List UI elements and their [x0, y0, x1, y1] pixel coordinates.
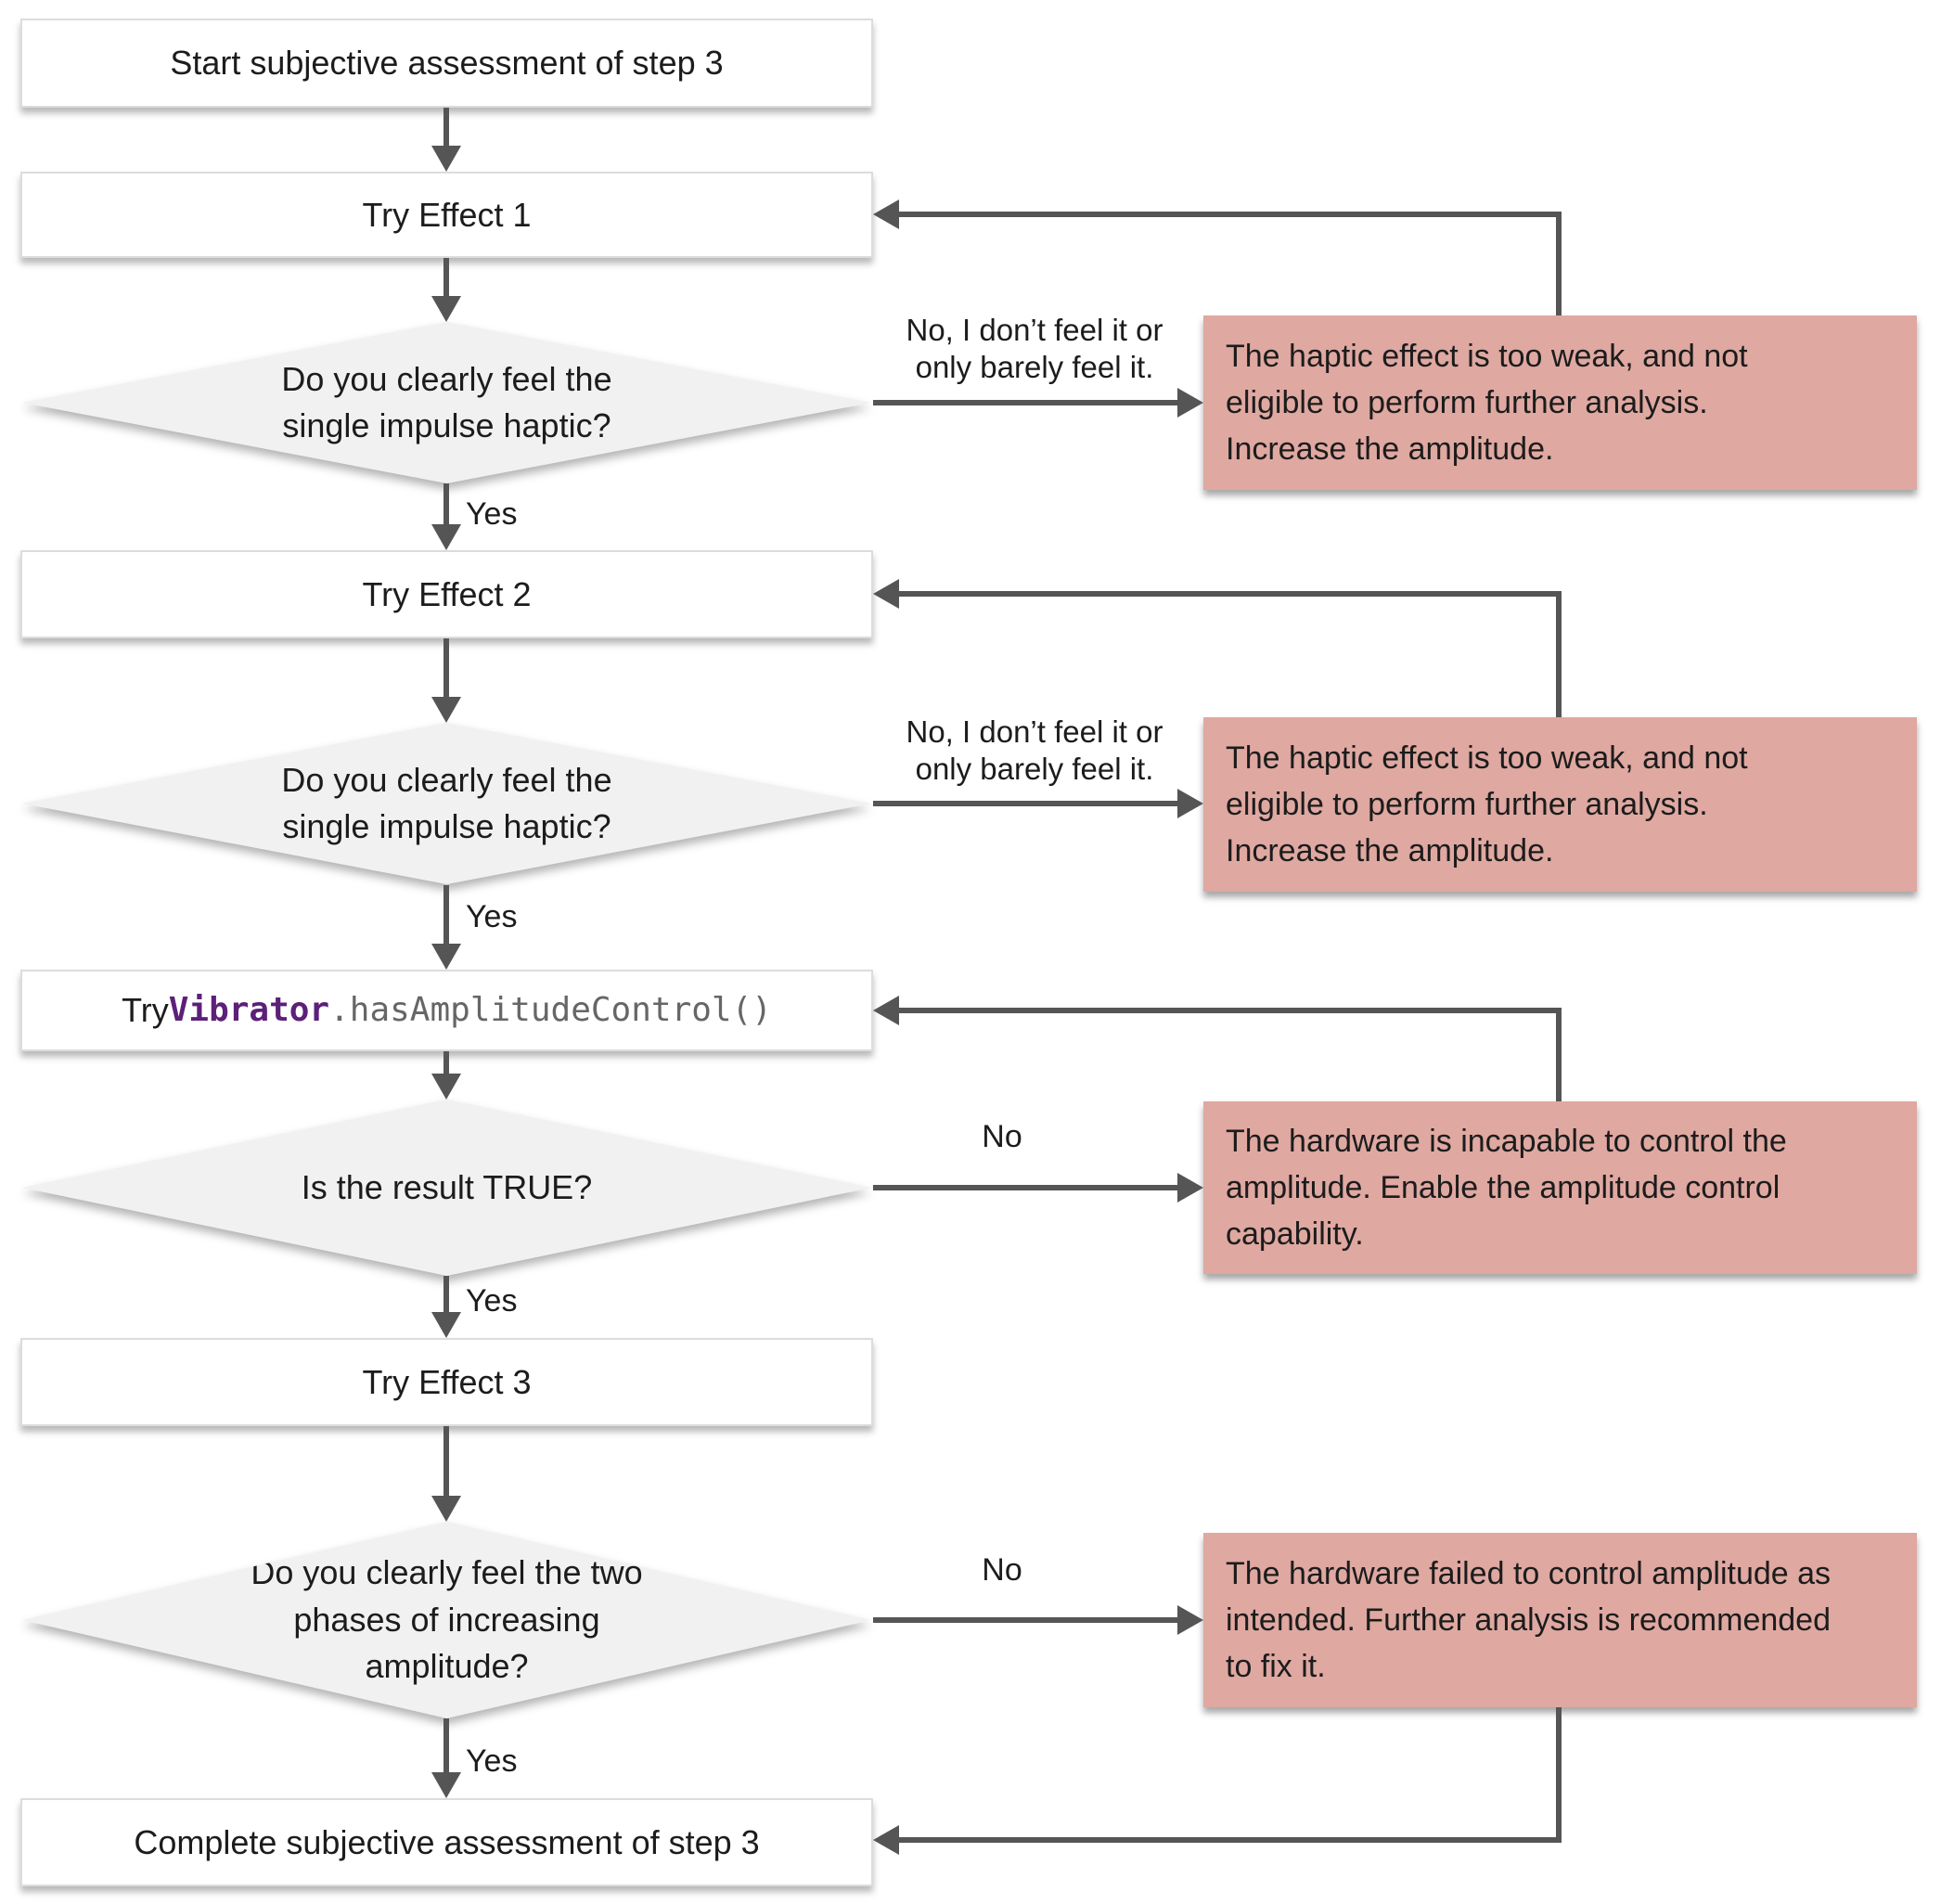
- decision-impulse-1-line2: single impulse haptic?: [282, 406, 611, 444]
- arrow-try1-to-d1-head-icon: [431, 296, 461, 322]
- loop4-arrowhead-icon: [873, 1825, 899, 1855]
- arrow-d1-no-head-icon: [1177, 388, 1203, 418]
- arrow-try2-to-d2-shaft: [443, 638, 449, 701]
- arrow-try3-to-d4-head-icon: [431, 1496, 461, 1522]
- yes-label-1: Yes: [466, 496, 518, 532]
- no-label-3: No: [982, 1119, 1022, 1154]
- try-effect-2-label: Try Effect 2: [362, 574, 532, 613]
- code-try-prefix: Try: [122, 991, 169, 1030]
- arrow-code-to-d3-head-icon: [431, 1074, 461, 1100]
- no-label-4: No: [982, 1552, 1022, 1588]
- error-failed-line1: The hardware failed to control amplitude…: [1226, 1556, 1832, 1591]
- decision-impulse-1-diamond: Do you clearly feel the single impulse h…: [22, 322, 871, 483]
- error-incapable-line1: The hardware is incapable to control the: [1226, 1124, 1787, 1159]
- arrow-d3-yes-shaft: [443, 1276, 449, 1316]
- arrow-d3-no-shaft: [873, 1185, 1179, 1190]
- arrow-d1-no-shaft: [873, 400, 1179, 405]
- decision-impulse-2-line2: single impulse haptic?: [282, 807, 611, 845]
- has-amplitude-control-box: Try Vibrator .hasAmplitudeControl(): [20, 970, 873, 1051]
- arrow-d4-yes-head-icon: [431, 1772, 461, 1798]
- try-effect-1-box: Try Effect 1: [20, 172, 873, 258]
- error-failed-line2: intended. Further analysis is recommende…: [1226, 1602, 1831, 1638]
- try-effect-3-label: Try Effect 3: [362, 1362, 532, 1401]
- no-label-1-line2: only barely feel it.: [915, 350, 1154, 384]
- loop1-horizontal-line: [897, 212, 1562, 217]
- arrow-d3-yes-head-icon: [431, 1312, 461, 1338]
- arrow-d3-no-head-icon: [1177, 1173, 1203, 1203]
- arrow-d4-yes-shaft: [443, 1718, 449, 1776]
- decision-impulse-2-line1: Do you clearly feel the: [281, 760, 612, 799]
- arrow-code-to-d3-shaft: [443, 1051, 449, 1077]
- start-box-label: Start subjective assessment of step 3: [170, 44, 724, 83]
- try-effect-3-box: Try Effect 3: [20, 1338, 873, 1426]
- decision-two-phases-line1: Do you clearly feel the two: [251, 1553, 643, 1592]
- arrow-try3-to-d4-shaft: [443, 1426, 449, 1499]
- arrow-start-to-try1-head-icon: [431, 146, 461, 172]
- decision-result-true-line1: Is the result TRUE?: [301, 1167, 593, 1206]
- loop1-vertical-line: [1556, 212, 1562, 315]
- arrow-d2-no-head-icon: [1177, 789, 1203, 818]
- complete-box: Complete subjective assessment of step 3: [20, 1798, 873, 1886]
- error-incapable-box: The hardware is incapable to control the…: [1203, 1101, 1917, 1274]
- error-too-weak-2-box: The haptic effect is too weak, and not e…: [1203, 717, 1917, 892]
- loop3-arrowhead-icon: [873, 996, 899, 1025]
- no-label-2-line1: No, I don’t feel it or: [906, 714, 1163, 749]
- try-effect-1-label: Try Effect 1: [362, 195, 532, 234]
- error-incapable-line2: amplitude. Enable the amplitude control: [1226, 1170, 1780, 1205]
- loop3-horizontal-line: [897, 1008, 1562, 1013]
- arrow-try2-to-d2-head-icon: [431, 697, 461, 723]
- arrow-d2-yes-head-icon: [431, 944, 461, 970]
- yes-label-3: Yes: [466, 1283, 518, 1319]
- error-too-weak-2-line2: eligible to perform further analysis.: [1226, 787, 1708, 822]
- arrow-try1-to-d1-shaft: [443, 258, 449, 300]
- error-too-weak-1-line2: eligible to perform further analysis.: [1226, 385, 1708, 420]
- error-too-weak-2-line1: The haptic effect is too weak, and not: [1226, 740, 1748, 776]
- error-too-weak-1-line1: The haptic effect is too weak, and not: [1226, 339, 1748, 374]
- no-label-2-line2: only barely feel it.: [915, 752, 1154, 786]
- loop4-vertical-line: [1556, 1707, 1562, 1840]
- decision-impulse-2-diamond: Do you clearly feel the single impulse h…: [22, 723, 871, 884]
- try-effect-2-box: Try Effect 2: [20, 550, 873, 638]
- error-failed-box: The hardware failed to control amplitude…: [1203, 1533, 1917, 1707]
- decision-two-phases-line2: phases of increasing: [293, 1600, 600, 1639]
- loop2-vertical-line: [1556, 591, 1562, 717]
- code-method-call: .hasAmplitudeControl(): [329, 991, 772, 1030]
- arrow-start-to-try1-shaft: [443, 108, 449, 149]
- no-label-2: No, I don’t feel it or only barely feel …: [868, 714, 1202, 788]
- error-too-weak-1-box: The haptic effect is too weak, and not e…: [1203, 315, 1917, 490]
- no-label-1-line1: No, I don’t feel it or: [906, 313, 1163, 347]
- loop2-arrowhead-icon: [873, 579, 899, 609]
- error-too-weak-1-line3: Increase the amplitude.: [1226, 431, 1554, 467]
- complete-box-label: Complete subjective assessment of step 3: [134, 1822, 760, 1861]
- error-incapable-line3: capability.: [1226, 1216, 1364, 1252]
- loop1-arrowhead-icon: [873, 199, 899, 229]
- yes-label-4: Yes: [466, 1743, 518, 1779]
- arrow-d2-no-shaft: [873, 801, 1179, 806]
- decision-impulse-1-line1: Do you clearly feel the: [281, 359, 612, 398]
- decision-two-phases-diamond: Do you clearly feel the two phases of in…: [22, 1522, 871, 1718]
- arrow-d1-yes-head-icon: [431, 524, 461, 550]
- error-failed-line3: to fix it.: [1226, 1649, 1326, 1684]
- start-box: Start subjective assessment of step 3: [20, 19, 873, 108]
- code-keyword-vibrator: Vibrator: [168, 991, 330, 1030]
- arrow-d2-yes-shaft: [443, 885, 449, 947]
- decision-result-true-diamond: Is the result TRUE?: [22, 1100, 871, 1276]
- loop3-vertical-line: [1556, 1008, 1562, 1101]
- loop4-horizontal-line: [897, 1837, 1562, 1843]
- decision-two-phases-line3: amplitude?: [365, 1647, 529, 1686]
- loop2-horizontal-line: [897, 591, 1562, 597]
- arrow-d4-no-head-icon: [1177, 1605, 1203, 1635]
- yes-label-2: Yes: [466, 899, 518, 934]
- error-too-weak-2-line3: Increase the amplitude.: [1226, 833, 1554, 868]
- arrow-d4-no-shaft: [873, 1617, 1179, 1623]
- no-label-1: No, I don’t feel it or only barely feel …: [868, 312, 1202, 386]
- arrow-d1-yes-shaft: [443, 483, 449, 526]
